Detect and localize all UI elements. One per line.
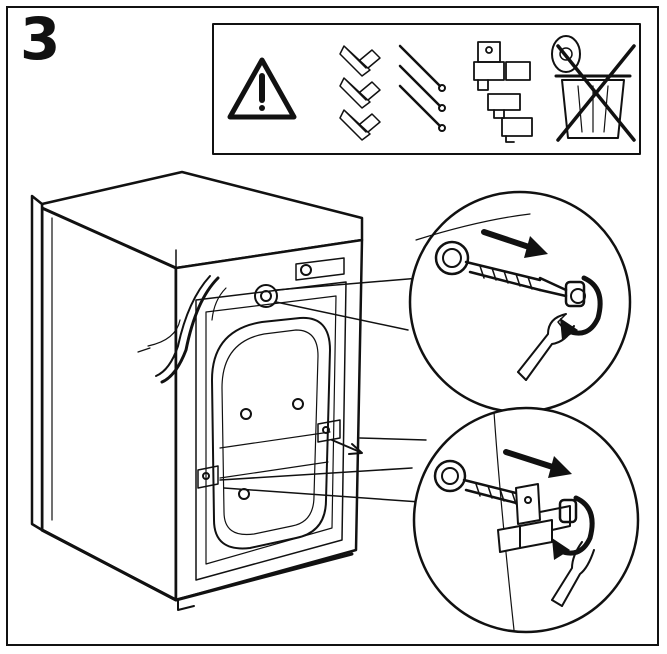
step-number: 3 <box>20 5 61 73</box>
pull-direction-arrow-icon <box>503 449 572 478</box>
washing-machine <box>30 170 364 611</box>
parts-box <box>212 23 641 155</box>
diagram-frame <box>6 6 659 646</box>
upper-bolt-zoom <box>275 190 632 414</box>
plastic-spacer-icon <box>473 41 533 143</box>
wall-plug-icon <box>339 45 381 141</box>
rotate-arrow-icon <box>552 495 595 560</box>
transit-bolt-icon <box>398 44 446 132</box>
spanner-icon <box>517 313 575 381</box>
lower-bolt-zoom <box>219 406 640 634</box>
spanner-icon <box>551 541 595 607</box>
pull-direction-arrow-icon <box>481 229 548 258</box>
crossed-out-bin-icon <box>551 35 636 142</box>
warning-triangle-icon <box>227 57 297 120</box>
